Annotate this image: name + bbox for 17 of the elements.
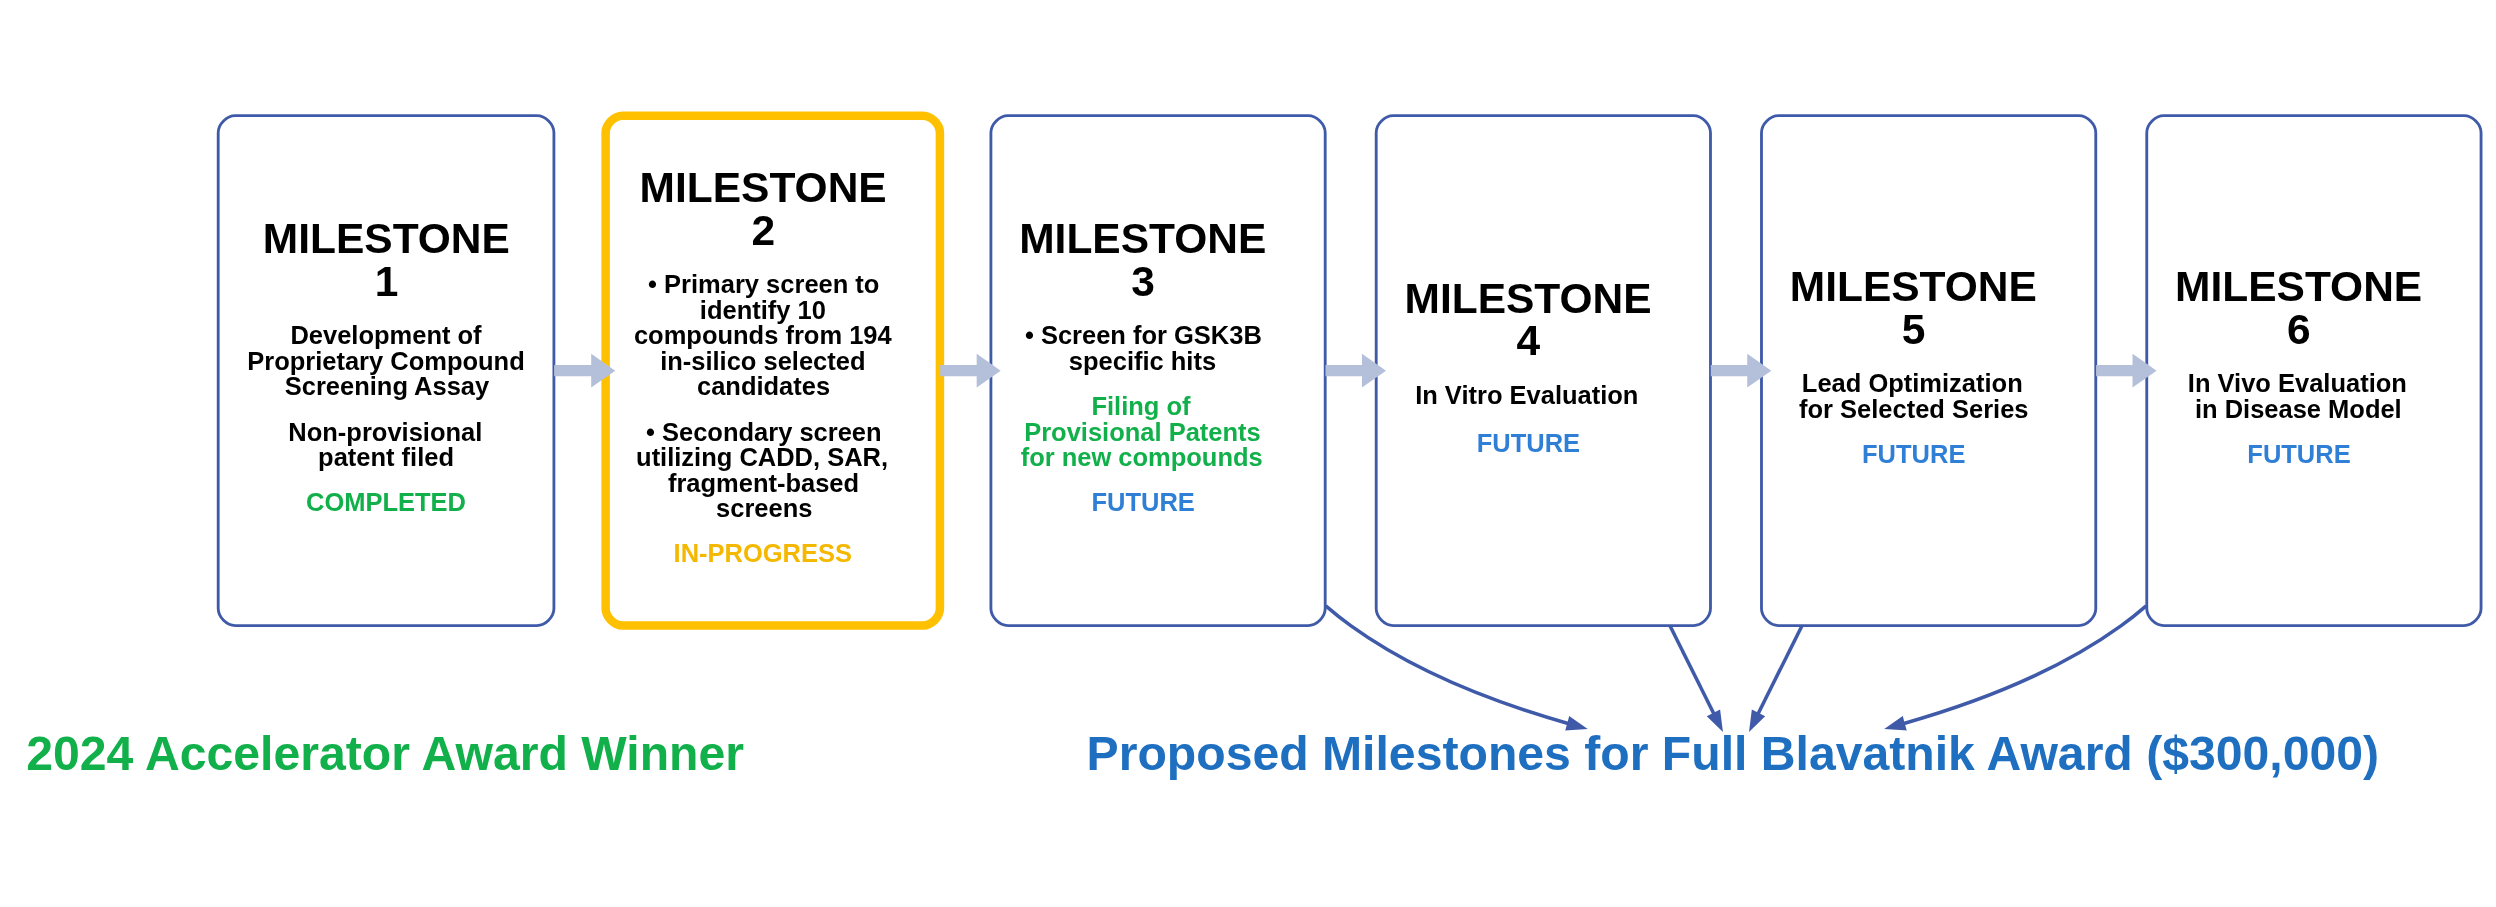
- node-box: MILESTONE 3 • Screen for GSK3B specific hits Filing of Provisional Patents for new compounds FUTURE: [989, 114, 1327, 627]
- arrow: [1668, 624, 1723, 732]
- arrow: [1324, 604, 1588, 731]
- arrow: [1710, 353, 1772, 388]
- arrow: [1325, 353, 1386, 388]
- arrow: [1884, 604, 2148, 731]
- node-box: MILESTONE 4 In Vitro Evaluation FUTURE: [1374, 114, 1712, 627]
- node-box: MILESTONE 2 • Primary screen to identify 10 compounds from 194 in-silico selected candidates • Secondary screen utilizing CADD, SAR, fragment-based screens IN-PROGRESS: [601, 111, 945, 630]
- arrow: [940, 353, 1001, 388]
- arrow: [554, 353, 616, 388]
- node-text: Proposed Milestones for Full Blavatnik Award ($300,000): [1086, 726, 2380, 781]
- node-box: MILESTONE 6 In Vivo Evaluation in Disease Model FUTURE: [2145, 114, 2483, 627]
- arrow: [1749, 624, 1804, 732]
- node-box: MILESTONE 1 Development of Proprietary Compound Screening Assay Non-provisional patent filed COMPLETED: [216, 114, 556, 627]
- label: 2024 Accelerator Award Winner: [26, 726, 745, 781]
- node-box: MILESTONE 5 Lead Optimization for Selected Series FUTURE: [1760, 114, 2098, 627]
- arrow: [2096, 353, 2157, 388]
